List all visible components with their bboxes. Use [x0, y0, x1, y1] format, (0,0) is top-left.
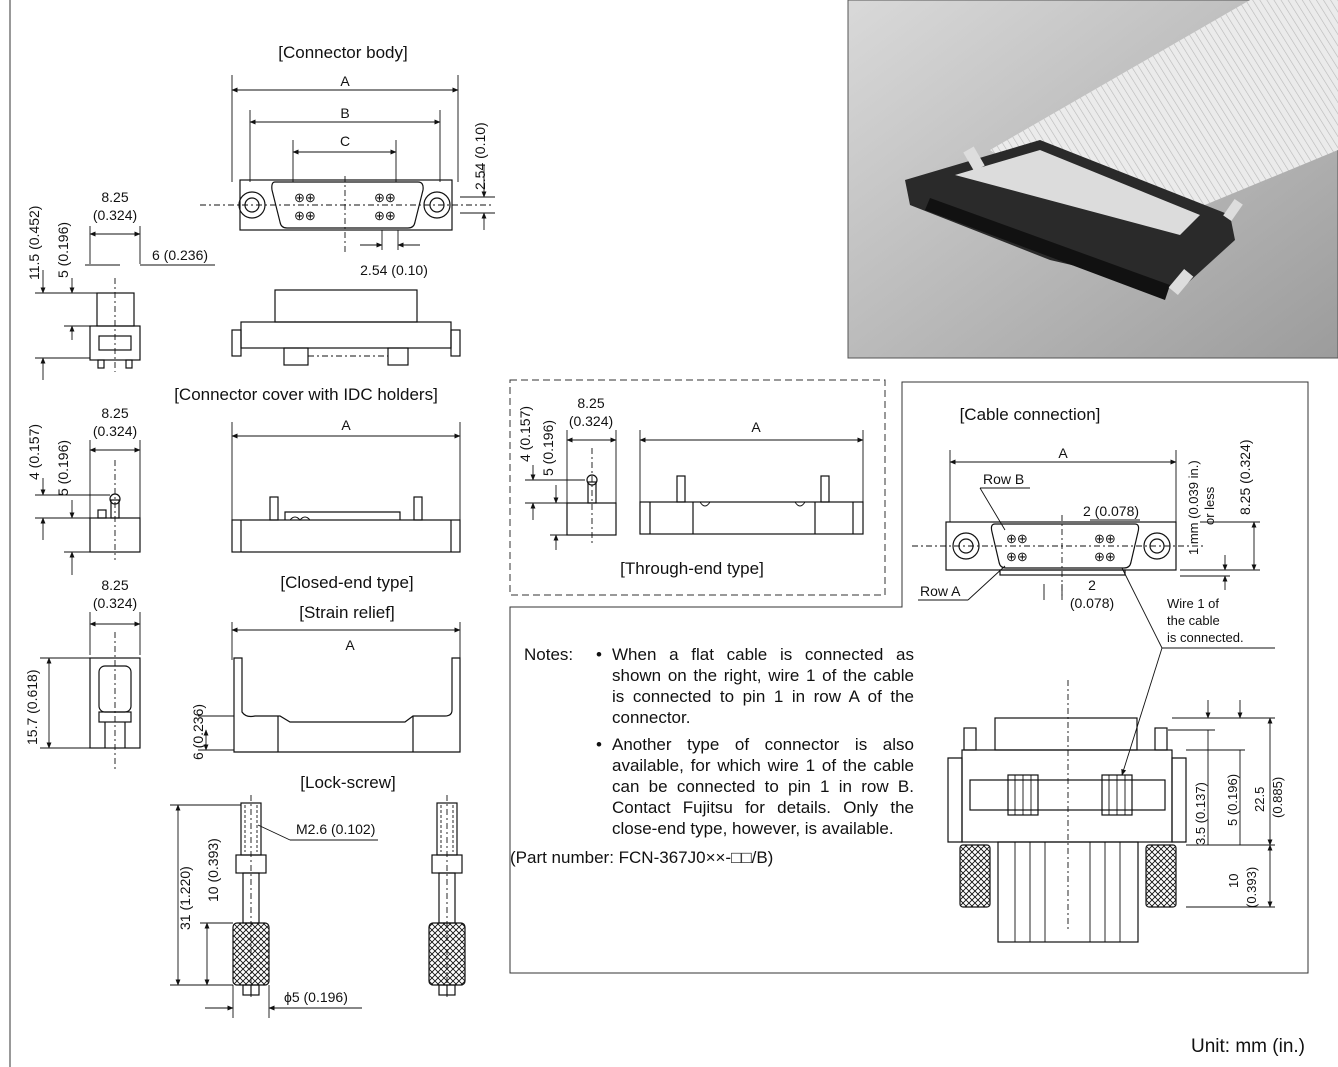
svg-text:4 (0.157): 4 (0.157): [517, 406, 533, 462]
svg-text:(0.324): (0.324): [569, 413, 613, 429]
connector-body-view: [Connector body] A B C ⊕⊕ ⊕⊕ ⊕⊕ ⊕⊕ 2.54 …: [200, 43, 495, 366]
part-number: (Part number: FCN-367J0××-□□/B): [510, 848, 774, 867]
dim-10-cable: 10: [1226, 874, 1241, 888]
dim-phi5: ϕ5 (0.196): [284, 989, 348, 1005]
svg-text:8.25: 8.25: [101, 577, 128, 593]
dim-3-5: 3.5 (0.137): [1193, 782, 1208, 845]
notes-label: Notes:: [524, 645, 574, 664]
svg-text:(0.324): (0.324): [93, 423, 137, 439]
svg-text:⊕⊕: ⊕⊕: [294, 190, 316, 205]
wire1-label-line3: is connected.: [1167, 630, 1244, 645]
dim-0-885: (0.885): [1270, 777, 1285, 818]
through-end-view: 8.25 (0.324) 4 (0.157) 5 (0.196) A [Thro…: [509, 379, 886, 596]
connector-cover-side-view: 8.25 (0.324) 4 (0.157) 5 (0.196): [26, 405, 141, 575]
dim-8-25-cable: 8.25 (0.324): [1237, 440, 1253, 516]
dim-or-less: or less: [1202, 486, 1217, 525]
svg-text:⊕⊕: ⊕⊕: [1006, 531, 1028, 546]
svg-text:⊕⊕: ⊕⊕: [1006, 549, 1028, 564]
svg-text:⊕⊕: ⊕⊕: [374, 208, 396, 223]
svg-text:⊕⊕: ⊕⊕: [1094, 531, 1116, 546]
svg-text:A: A: [341, 417, 351, 433]
lock-screw-title: [Lock-screw]: [300, 773, 395, 792]
svg-text:8.25: 8.25: [577, 395, 604, 411]
product-photo: [847, 0, 1338, 359]
svg-text:A: A: [751, 419, 761, 435]
dim-5-body: 5 (0.196): [55, 222, 71, 278]
svg-text:⊕⊕: ⊕⊕: [294, 208, 316, 223]
svg-text:8.25: 8.25: [101, 189, 128, 205]
row-b-label: Row B: [983, 471, 1024, 487]
strain-relief-title: [Strain relief]: [299, 603, 394, 622]
dim-22-5: 22.5: [1252, 787, 1267, 812]
connector-cover-view: [Connector cover with IDC holders] A: [174, 385, 461, 553]
svg-text:(0.078): (0.078): [1070, 595, 1114, 611]
notes-block: Notes: • When a flat cable is connected …: [510, 644, 914, 868]
dim-pitch-vertical: 2.54 (0.10): [472, 122, 488, 190]
cable-connection-view: [Cable connection] A ⊕⊕ ⊕⊕ ⊕⊕ ⊕⊕ Row B R…: [912, 405, 1285, 943]
dim-6-strain: 6 (0.236): [190, 704, 206, 760]
closed-end-title: [Closed-end type]: [280, 573, 413, 592]
strain-relief-side-view: 8.25 (0.324) 15.7 (0.618): [24, 577, 141, 770]
lock-screw-view: [Lock-screw] M2.6 (0.102) 31 (1.220) 10 …: [170, 773, 466, 1018]
dim-b-body: B: [340, 105, 349, 121]
svg-text:2: 2: [1088, 577, 1096, 593]
dim-0-393: (0.393): [1244, 867, 1259, 908]
connector-cover-title: [Connector cover with IDC holders]: [174, 385, 438, 404]
note-bullet: •: [596, 735, 602, 754]
dim-a-body: A: [340, 73, 350, 89]
svg-text:(0.324): (0.324): [93, 595, 137, 611]
svg-text:A: A: [1058, 445, 1068, 461]
strain-relief-view: [Closed-end type] [Strain relief] A 6 (0…: [190, 573, 461, 760]
dim-m2-6: M2.6 (0.102): [296, 821, 375, 837]
connector-body-side-view: 8.25 (0.324) 6 (0.236) 11.5 (0.452) 5 (0…: [26, 189, 215, 380]
dim-2-pin: 2 (0.078): [1083, 503, 1139, 519]
wire1-label-line1: Wire 1 of: [1167, 596, 1219, 611]
dim-4: 4 (0.157): [26, 424, 42, 480]
dim-5-cable: 5 (0.196): [1225, 774, 1240, 826]
dim-6: 6 (0.236): [152, 247, 208, 263]
note-item-1: Notes: • When a flat cable is connected …: [524, 644, 914, 728]
row-a-label: Row A: [920, 583, 961, 599]
svg-text:⊕⊕: ⊕⊕: [374, 190, 396, 205]
note-item-2: • Another type of connector is also avai…: [524, 734, 914, 839]
wire1-label-line2: the cable: [1167, 613, 1220, 628]
svg-text:A: A: [345, 637, 355, 653]
svg-text:⊕⊕: ⊕⊕: [1094, 549, 1116, 564]
dim-10-screw: 10 (0.393): [205, 838, 221, 902]
dim-c-body: C: [340, 133, 350, 149]
connector-body-title: [Connector body]: [278, 43, 407, 62]
cable-connection-title: [Cable connection]: [960, 405, 1101, 424]
svg-text:5 (0.196): 5 (0.196): [55, 440, 71, 496]
dim-pitch-horizontal: 2.54 (0.10): [360, 262, 428, 278]
cable-connection-frame: [509, 381, 1309, 974]
note-bullet: •: [596, 645, 602, 664]
svg-text:8.25: 8.25: [101, 405, 128, 421]
dim-11-5: 11.5 (0.452): [26, 206, 42, 280]
dim-15-7: 15.7 (0.618): [24, 670, 40, 746]
dim-31: 31 (1.220): [177, 866, 193, 930]
note-text-1: When a flat cable is connected as shown …: [612, 645, 914, 727]
through-end-title: [Through-end type]: [620, 559, 764, 578]
note-text-2: Another type of connector is also availa…: [612, 735, 914, 838]
dim-1mm: 1 mm (0.039 in.): [1186, 460, 1201, 555]
unit-label: Unit: mm (in.): [1191, 1036, 1305, 1057]
svg-text:5 (0.196): 5 (0.196): [540, 420, 556, 476]
svg-text:(0.324): (0.324): [93, 207, 137, 223]
